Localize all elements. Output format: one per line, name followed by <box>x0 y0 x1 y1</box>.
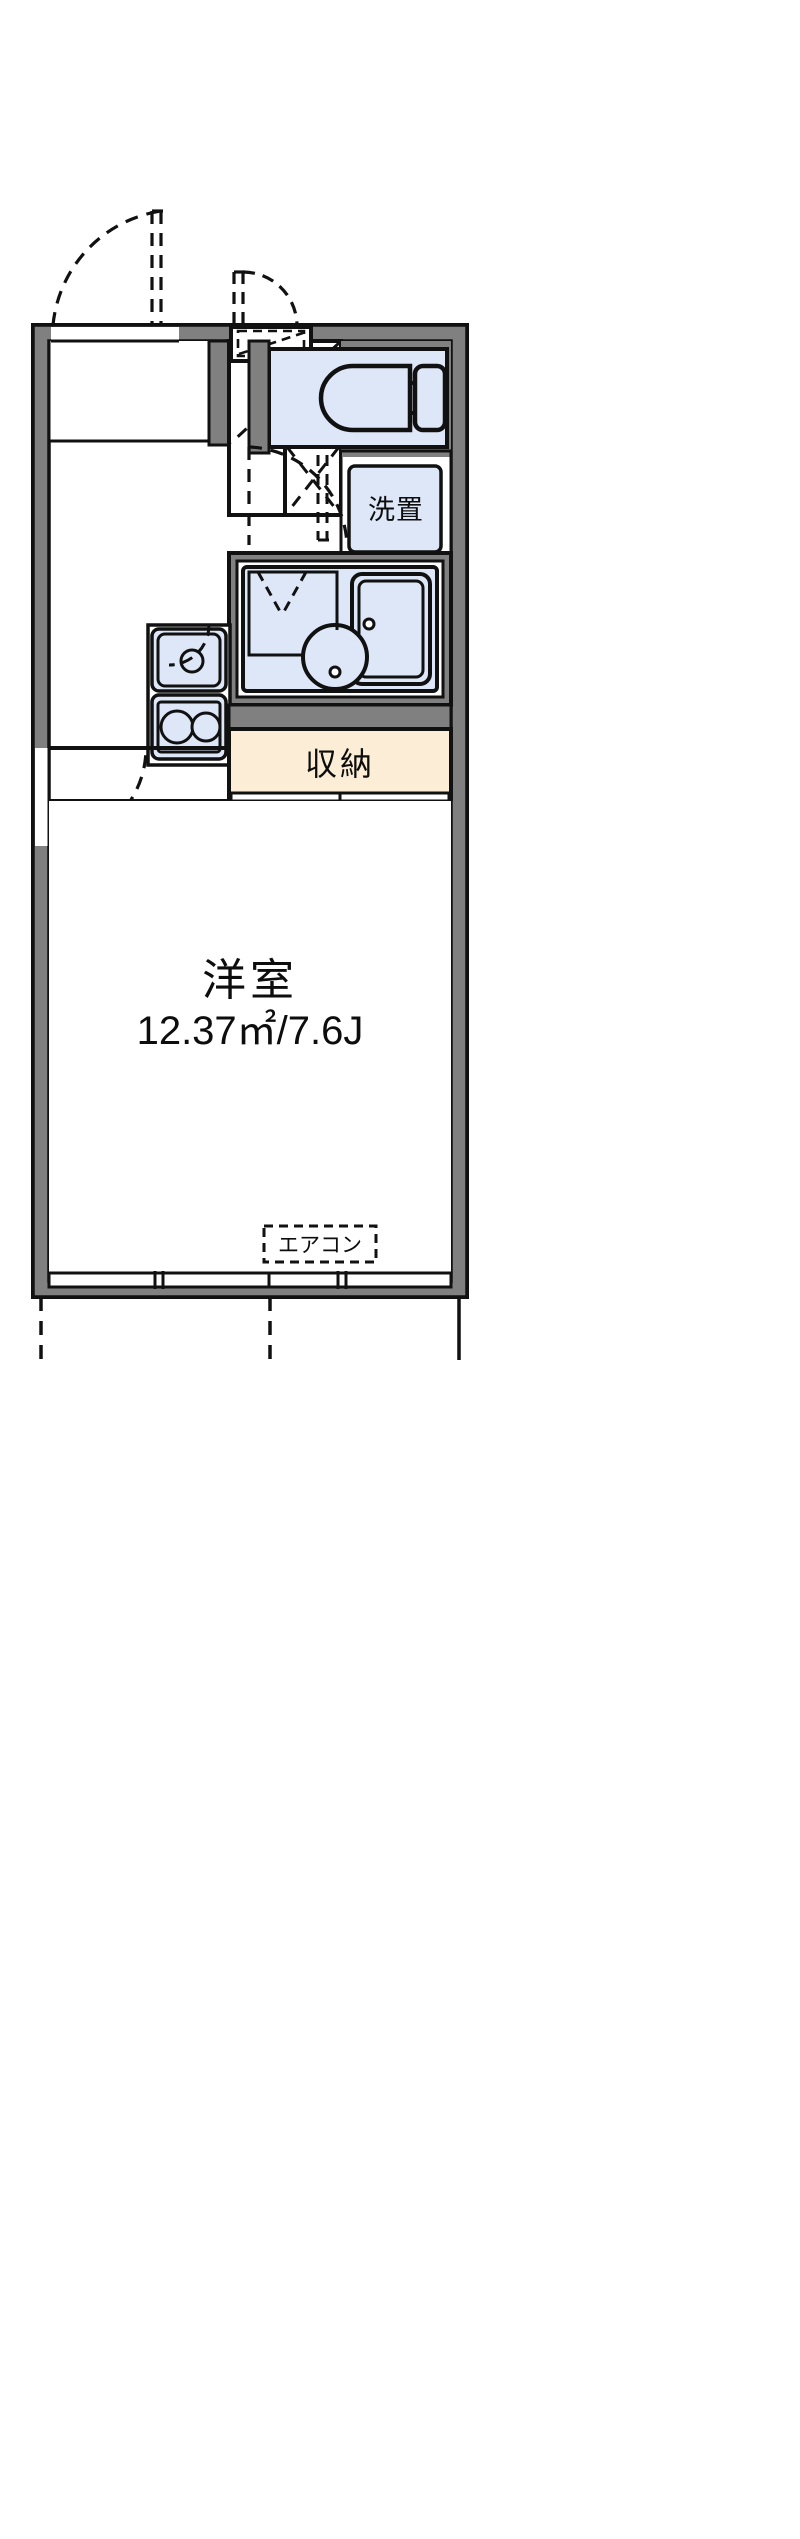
kitchen <box>146 623 232 767</box>
unit-bath <box>227 551 453 707</box>
laundry-area <box>341 451 451 555</box>
bath-door-swing <box>316 455 329 542</box>
entrance-door-arc <box>51 209 162 326</box>
toilet-door-swing <box>232 270 299 327</box>
laundry-label: 洗置 <box>368 494 424 525</box>
kitchen-sink-drain <box>179 648 205 674</box>
main-room-name: 洋室 <box>202 955 298 1005</box>
toilet-fixture <box>318 363 448 433</box>
stove-burner-right <box>190 711 222 743</box>
bath-door-indicator <box>256 571 308 616</box>
toilet-partition <box>247 339 271 455</box>
ac-label-wrap: エアコン <box>278 1233 362 1257</box>
bathtub-fixture <box>350 572 432 686</box>
shoe-box-diagonal <box>238 331 304 356</box>
balcony-window <box>39 1271 461 1360</box>
hall-door-arc <box>248 445 349 546</box>
main-room <box>49 801 451 1281</box>
air-conditioner-label: エアコン <box>278 1233 362 1257</box>
washbasin-fixture <box>301 623 369 691</box>
toilet-partition-wall <box>247 339 271 455</box>
air-conditioner-marker <box>262 1224 378 1264</box>
bathtub-inner <box>357 579 425 679</box>
closet <box>227 703 453 803</box>
entrance-area <box>49 327 209 441</box>
laundry-top-wall <box>343 451 451 457</box>
washbasin-drain <box>328 665 342 679</box>
main-room-label-wrap: 洋室 12.37㎡/7.6J <box>136 955 364 1054</box>
laundry-label-wrap: 洗置 <box>368 494 424 525</box>
kitchen-door-arc <box>168 624 211 667</box>
balcony-outline <box>39 1297 272 1360</box>
closet-top-wall <box>227 703 453 731</box>
air-conditioner-box <box>262 1224 378 1264</box>
hall-door-swing <box>247 445 349 546</box>
toilet-bowl <box>318 363 413 433</box>
genkan-partition-left <box>207 339 231 447</box>
closet-label-wrap: 収納 <box>304 746 375 782</box>
kitchen-door-swing <box>168 623 211 667</box>
toilet-tank <box>412 363 448 433</box>
detail-lines <box>47 341 453 555</box>
toilet-room <box>267 341 451 451</box>
main-room-area: 12.37㎡/7.6J <box>136 1009 364 1054</box>
entrance-door-swing <box>51 209 163 326</box>
closet-label: 収納 <box>304 746 375 782</box>
main-room-floor <box>49 801 451 1281</box>
sliding-window-right <box>267 1271 453 1289</box>
stove-burner-left <box>159 709 195 745</box>
toilet-door-arc <box>242 270 299 327</box>
bathtub-drain <box>362 617 376 631</box>
entrance-corridor-floor <box>49 341 209 441</box>
two-burner-stove-fixture <box>150 693 228 761</box>
room-door-opening <box>35 748 49 846</box>
entrance-door-opening <box>51 327 179 341</box>
sliding-window-left <box>47 1271 271 1289</box>
